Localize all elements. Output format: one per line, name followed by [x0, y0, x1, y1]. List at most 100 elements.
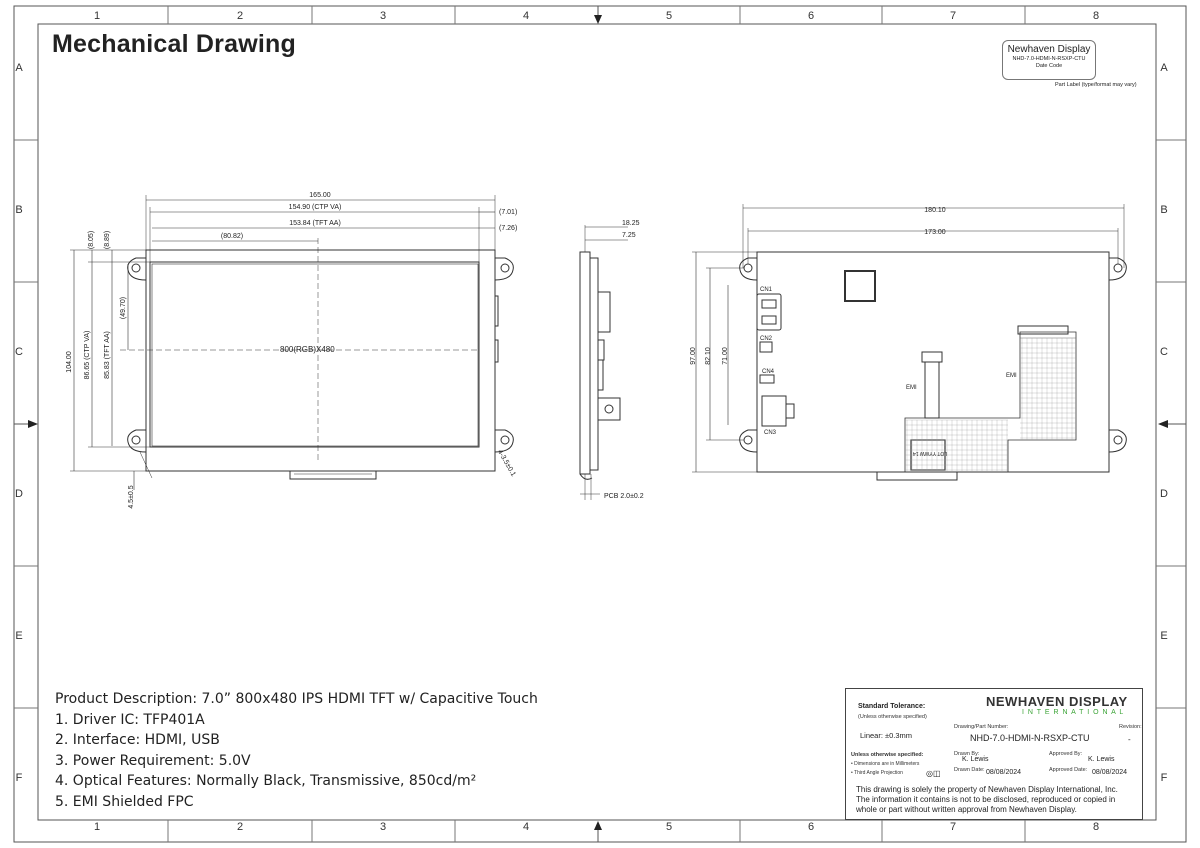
resolution-label: 800(RGB)X480 [280, 345, 335, 354]
dim-ctp-height: 86.65 (CTP VA) [84, 331, 91, 380]
dim-hole-inner-width: 173.00 [924, 229, 946, 236]
connector-cn4: CN4 [762, 369, 775, 375]
part-number-label: Drawing/Part Number: [954, 724, 1009, 730]
dim-module-thickness: 7.25 [622, 232, 636, 239]
zone-row-label: D [1160, 488, 1168, 500]
zone-row-label: A [15, 62, 23, 74]
dim-tft-height: 85.83 (TFT AA) [104, 331, 111, 379]
description-item: 3. Power Requirement: 5.0V [55, 752, 251, 769]
zone-column-label: 1 [93, 821, 101, 833]
side-dim-labels: 18.25 7.25 PCB 2.0±0.2 [604, 220, 644, 500]
zone-row-label: B [1160, 204, 1168, 216]
zone-row-label: E [1160, 630, 1168, 642]
confidential-line: The information it contains is not to be… [856, 795, 1116, 804]
mounting-ears [127, 257, 514, 453]
zone-column-label: 5 [665, 821, 673, 833]
zone-ticks [14, 6, 1186, 842]
ctp-va [149, 261, 480, 448]
std-tolerance-sub: (Unless otherwise specified) [858, 714, 927, 720]
dim-total-thickness: 18.25 [622, 220, 640, 227]
dim-ctp-offset-right: (7.01) [499, 209, 517, 216]
dim-ctp-offset-top: (8.05) [88, 231, 95, 249]
revision-value: - [1128, 735, 1131, 744]
lot-label: LOT YYWW 14 [913, 450, 947, 456]
center-arrows [28, 15, 1168, 830]
dim-rear-height2: 82.10 [705, 347, 712, 365]
revision-label: Revision: [1119, 724, 1142, 730]
part-label-part: NHD-7.0-HDMI-N-RSXP-CTU [1012, 56, 1086, 62]
zone-row-label: F [1160, 772, 1168, 784]
unless-projection: • Third Angle Projection [851, 770, 903, 776]
description-item: 1. Driver IC: TFP401A [55, 711, 205, 728]
front-dim-labels: 165.00 154.90 (CTP VA) 153.84 (TFT AA) (… [66, 192, 517, 509]
approved-date: 08/08/2024 [1092, 769, 1128, 776]
dim-ctp-width: 154.90 (CTP VA) [289, 204, 342, 211]
title-block: Standard Tolerance: (Unless otherwise sp… [845, 688, 1143, 820]
zone-row-label: D [15, 488, 23, 500]
drawn-date: 08/08/2024 [986, 769, 1022, 776]
side-view [579, 225, 628, 500]
dim-tft-width: 153.84 (TFT AA) [289, 220, 341, 227]
zone-row-label: F [15, 772, 23, 784]
description-heading: Product Description: 7.0” 800x480 IPS HD… [55, 691, 538, 707]
approved-by: K. Lewis [1088, 756, 1115, 763]
zone-column-label: 5 [665, 10, 673, 22]
zone-column-label: 6 [807, 821, 815, 833]
zone-column-label: 1 [93, 10, 101, 22]
logo-text: NEWHAVEN DISPLAY [986, 694, 1128, 709]
zone-row-label: B [15, 204, 23, 216]
drawn-by: K. Lewis [962, 756, 989, 763]
drawn-by-label: Drawn By: [954, 751, 980, 757]
page-title: Mechanical Drawing [52, 30, 296, 58]
zone-column-label: 4 [522, 821, 530, 833]
description-item: 2. Interface: HDMI, USB [55, 732, 220, 749]
approved-by-label: Approved By: [1049, 751, 1083, 757]
zone-column-label: 2 [236, 10, 244, 22]
zone-column-label: 7 [949, 821, 957, 833]
emi-label-left: EMI [906, 385, 917, 391]
inner-frame [37, 23, 1157, 821]
unless-dimensions: • Dimensions are in Millimeters [851, 761, 920, 767]
zone-column-label: 6 [807, 10, 815, 22]
unless-specified: Unless otherwise specified: [851, 752, 924, 758]
part-number: NHD-7.0-HDMI-N-RSXP-CTU [970, 733, 1090, 743]
projection-icon: ◎◫ [926, 769, 941, 778]
dim-rear-height: 97.00 [690, 347, 697, 365]
connector-cn1: CN1 [760, 287, 773, 293]
fpc-tail [289, 470, 377, 480]
outer-outline [145, 249, 496, 472]
connector-cn3: CN3 [764, 430, 777, 436]
dim-rear-height3: 71.00 [722, 347, 729, 365]
product-description: Product Description: 7.0” 800x480 IPS HD… [55, 689, 538, 813]
part-label-company: Newhaven Display [1007, 44, 1091, 55]
part-label: Newhaven Display NHD-7.0-HDMI-N-RSXP-CTU… [1002, 40, 1096, 80]
drawn-date-label: Drawn Date: [954, 767, 985, 773]
part-label-note: Part Label (type/format may vary) [1055, 82, 1137, 88]
zone-column-label: 3 [379, 10, 387, 22]
dim-pcb: PCB 2.0±0.2 [604, 493, 644, 500]
dim-tft-offset-top: (8.89) [104, 231, 111, 249]
dim-fpc-offset: 4.5±0.5 [128, 485, 135, 508]
dim-outer-height: 104.00 [66, 351, 73, 373]
linear-tolerance: Linear: ±0.3mm [860, 731, 913, 740]
dim-hole: 4-3.5±0.1 [496, 449, 517, 478]
confidential-line: This drawing is solely the property of N… [856, 785, 1118, 794]
std-tolerance-label: Standard Tolerance: [858, 703, 926, 710]
zone-row-label: C [1160, 346, 1168, 358]
approved-date-label: Approved Date: [1049, 767, 1088, 773]
zone-column-label: 7 [949, 10, 957, 22]
zone-row-label: C [15, 346, 23, 358]
zone-row-label: E [15, 630, 23, 642]
zone-row-label: A [1160, 62, 1168, 74]
description-item: 4. Optical Features: Normally Black, Tra… [55, 773, 477, 790]
confidential-notice: This drawing is solely the property of N… [856, 785, 1118, 815]
connector-cn2: CN2 [760, 336, 773, 342]
dim-center-x: (80.82) [221, 233, 243, 240]
logo-subtext: I N T E R N A T I O N A L [1022, 709, 1125, 716]
zone-column-label: 2 [236, 821, 244, 833]
part-label-date-code: Date Code [1035, 63, 1063, 69]
confidential-line: whole or part without written approval f… [856, 805, 1077, 814]
dim-hole-width: 180.10 [924, 207, 946, 214]
description-item: 5. EMI Shielded FPC [55, 793, 194, 810]
emi-hatch [905, 337, 1076, 472]
